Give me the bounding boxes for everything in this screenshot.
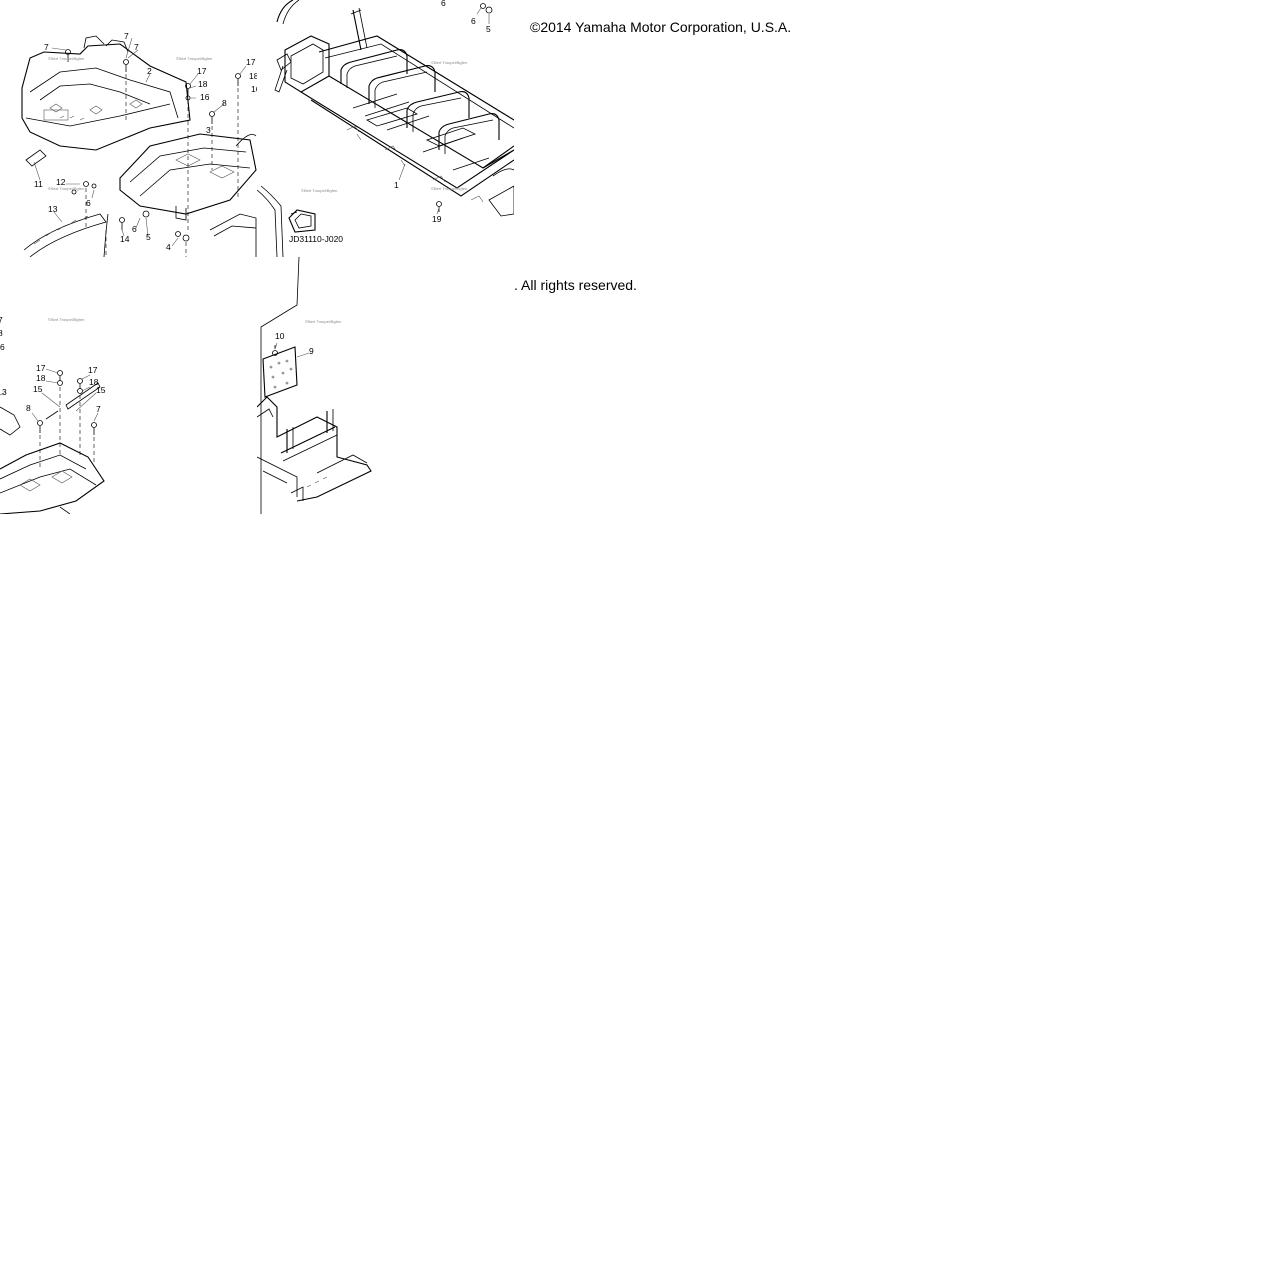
callout-6: 6: [132, 224, 137, 234]
callout-7: 7: [0, 315, 3, 325]
bolt-icon: [65, 49, 241, 242]
plate-icon: [262, 346, 298, 398]
frame-drawing: JD31110-J020 ©Bert Troupel/Bgfen ©Bert T…: [257, 0, 514, 257]
callout-15: 15: [33, 384, 43, 394]
callout-5: 5: [146, 232, 151, 242]
callout-17: 17: [246, 57, 256, 67]
svg-text:©Bert Troupel/Bgfen: ©Bert Troupel/Bgfen: [431, 186, 467, 191]
callout-6: 6: [441, 0, 446, 8]
diagram-panel-floor-detail: ©Bert Troupel/Bgfen 7 8 6 17 18 17 18 15…: [0, 257, 257, 514]
diagram-panel-floor: ©Bert Troupel/Bgfen ©Bert Troupel/Bgfen …: [0, 0, 257, 257]
callout-17: 17: [88, 365, 98, 375]
copyright-line-top: ©2014 Yamaha Motor Corporation, U.S.A.: [530, 19, 792, 35]
callout-7: 7: [44, 42, 49, 52]
callout-8: 8: [0, 328, 3, 338]
copyright-line-bottom: . All rights reserved.: [514, 277, 637, 293]
callout-17: 17: [197, 66, 207, 76]
svg-text:©Bert Troupel/Bgfen: ©Bert Troupel/Bgfen: [176, 56, 212, 61]
callout-8: 8: [222, 98, 227, 108]
callout-6: 6: [86, 198, 91, 208]
svg-text:©Bert Troupel/Bgfen: ©Bert Troupel/Bgfen: [48, 56, 84, 61]
callout-16: 16: [251, 84, 257, 94]
decal-icon: [288, 209, 316, 233]
callout-3: 3: [2, 387, 7, 397]
callout-11: 11: [34, 179, 43, 189]
callout-17: 17: [36, 363, 46, 373]
diagram-panel-rear-frame: ©Bert Troupel/Bgfen 10 9: [257, 257, 514, 514]
callout-18: 18: [89, 377, 99, 387]
callout-3: 3: [321, 256, 326, 257]
svg-text:©Bert Troupel/Bgfen: ©Bert Troupel/Bgfen: [431, 60, 467, 65]
svg-text:©Bert Troupel/Bgfen: ©Bert Troupel/Bgfen: [48, 317, 84, 322]
callout-7: 7: [134, 42, 139, 52]
callout-18: 18: [249, 71, 257, 81]
callout-14: 14: [120, 234, 130, 244]
callout-10: 10: [275, 331, 285, 341]
callout-12: 12: [56, 177, 66, 187]
callout-15: 15: [96, 385, 106, 395]
callout-2: 2: [147, 66, 152, 76]
svg-text:©Bert Troupel/Bgfen: ©Bert Troupel/Bgfen: [48, 186, 84, 191]
bolt-icon: [37, 370, 97, 435]
callout-19: 19: [432, 214, 442, 224]
diagram-code: JD31110-J020: [289, 234, 343, 244]
bolt-icon: [436, 3, 493, 212]
callout-8: 8: [26, 403, 31, 413]
callout-18: 18: [36, 373, 46, 383]
floor-panel-drawing: ©Bert Troupel/Bgfen ©Bert Troupel/Bgfen …: [21, 31, 257, 257]
callout-6: 6: [0, 342, 5, 352]
callout-3: 3: [206, 125, 211, 135]
callout-4: 4: [166, 242, 171, 252]
callout-1: 1: [394, 180, 399, 190]
callout-7: 7: [124, 31, 129, 41]
svg-text:©Bert Troupel/Bgfen: ©Bert Troupel/Bgfen: [305, 319, 341, 324]
svg-text:©Bert Troupel/Bgfen: ©Bert Troupel/Bgfen: [301, 188, 337, 193]
callout-18: 18: [198, 79, 208, 89]
callout-5: 5: [486, 24, 491, 34]
callout-9: 9: [309, 346, 314, 356]
callout-7: 7: [96, 404, 101, 414]
rear-frame-drawing: ©Bert Troupel/Bgfen 10 9: [257, 257, 372, 514]
callout-16: 16: [200, 92, 210, 102]
diagram-panel-frame: JD31110-J020 ©Bert Troupel/Bgfen ©Bert T…: [257, 0, 514, 257]
callout-6: 6: [471, 16, 476, 26]
callout-13: 13: [48, 204, 58, 214]
floor-detail-drawing: ©Bert Troupel/Bgfen 7 8 6 17 18 17 18 15…: [0, 315, 106, 514]
